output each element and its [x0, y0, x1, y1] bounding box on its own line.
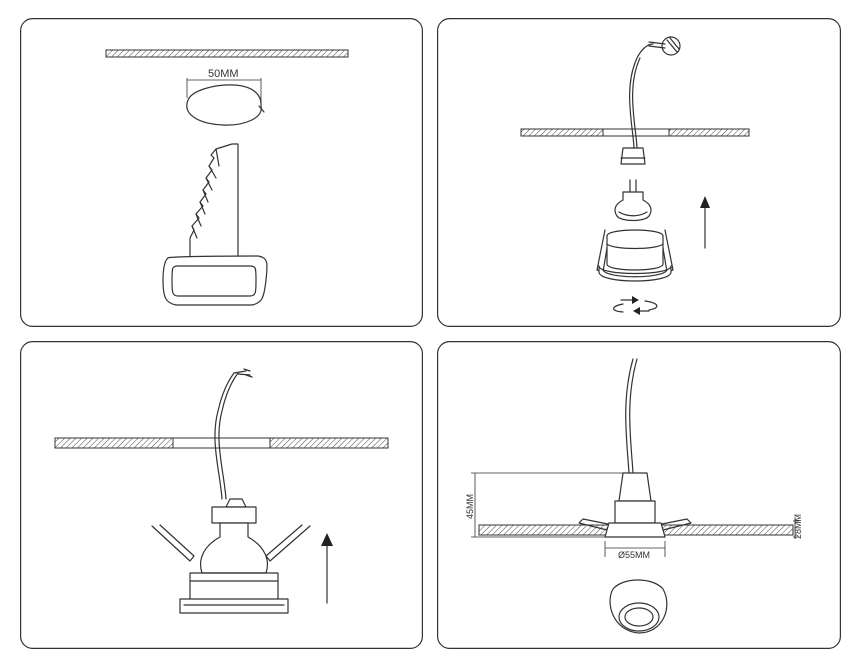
hole-cutout: 50MM — [186, 68, 265, 126]
ceiling-board — [105, 49, 349, 58]
trim-ring — [179, 598, 289, 614]
hole-diameter-label: 50MM — [208, 68, 239, 80]
thickness-dimension-label: 28MM — [793, 514, 803, 539]
gu10-bulb — [614, 179, 652, 222]
hole-ellipse — [186, 84, 262, 126]
lamp-socket — [620, 147, 646, 165]
ceiling-with-hole — [54, 437, 389, 449]
step-4-panel: 45MM Ø55MM 28MM — [437, 341, 841, 649]
downlight-assembly — [151, 498, 311, 614]
downlight-housing — [596, 229, 674, 282]
step-2-panel — [437, 18, 841, 327]
lamp-socket — [225, 498, 247, 508]
rotate-arrows-icon — [613, 296, 658, 315]
power-cable — [625, 358, 638, 474]
power-cable — [629, 36, 681, 149]
power-cable — [214, 368, 253, 500]
trim-ring-bottom-view — [609, 579, 668, 634]
panel-frame — [437, 18, 841, 327]
installed-downlight — [578, 472, 692, 538]
push-up-arrow-icon — [700, 196, 710, 249]
dimension-lines: 45MM Ø55MM 28MM — [465, 472, 803, 560]
diameter-dimension-label: Ø55MM — [618, 550, 650, 560]
height-dimension-label: 45MM — [465, 494, 475, 519]
hole-saw-icon — [162, 143, 268, 306]
step-3-panel — [20, 341, 423, 649]
step-1-panel: 50MM — [20, 18, 423, 327]
saw-handle — [162, 255, 268, 306]
push-up-arrow-icon — [321, 533, 333, 604]
